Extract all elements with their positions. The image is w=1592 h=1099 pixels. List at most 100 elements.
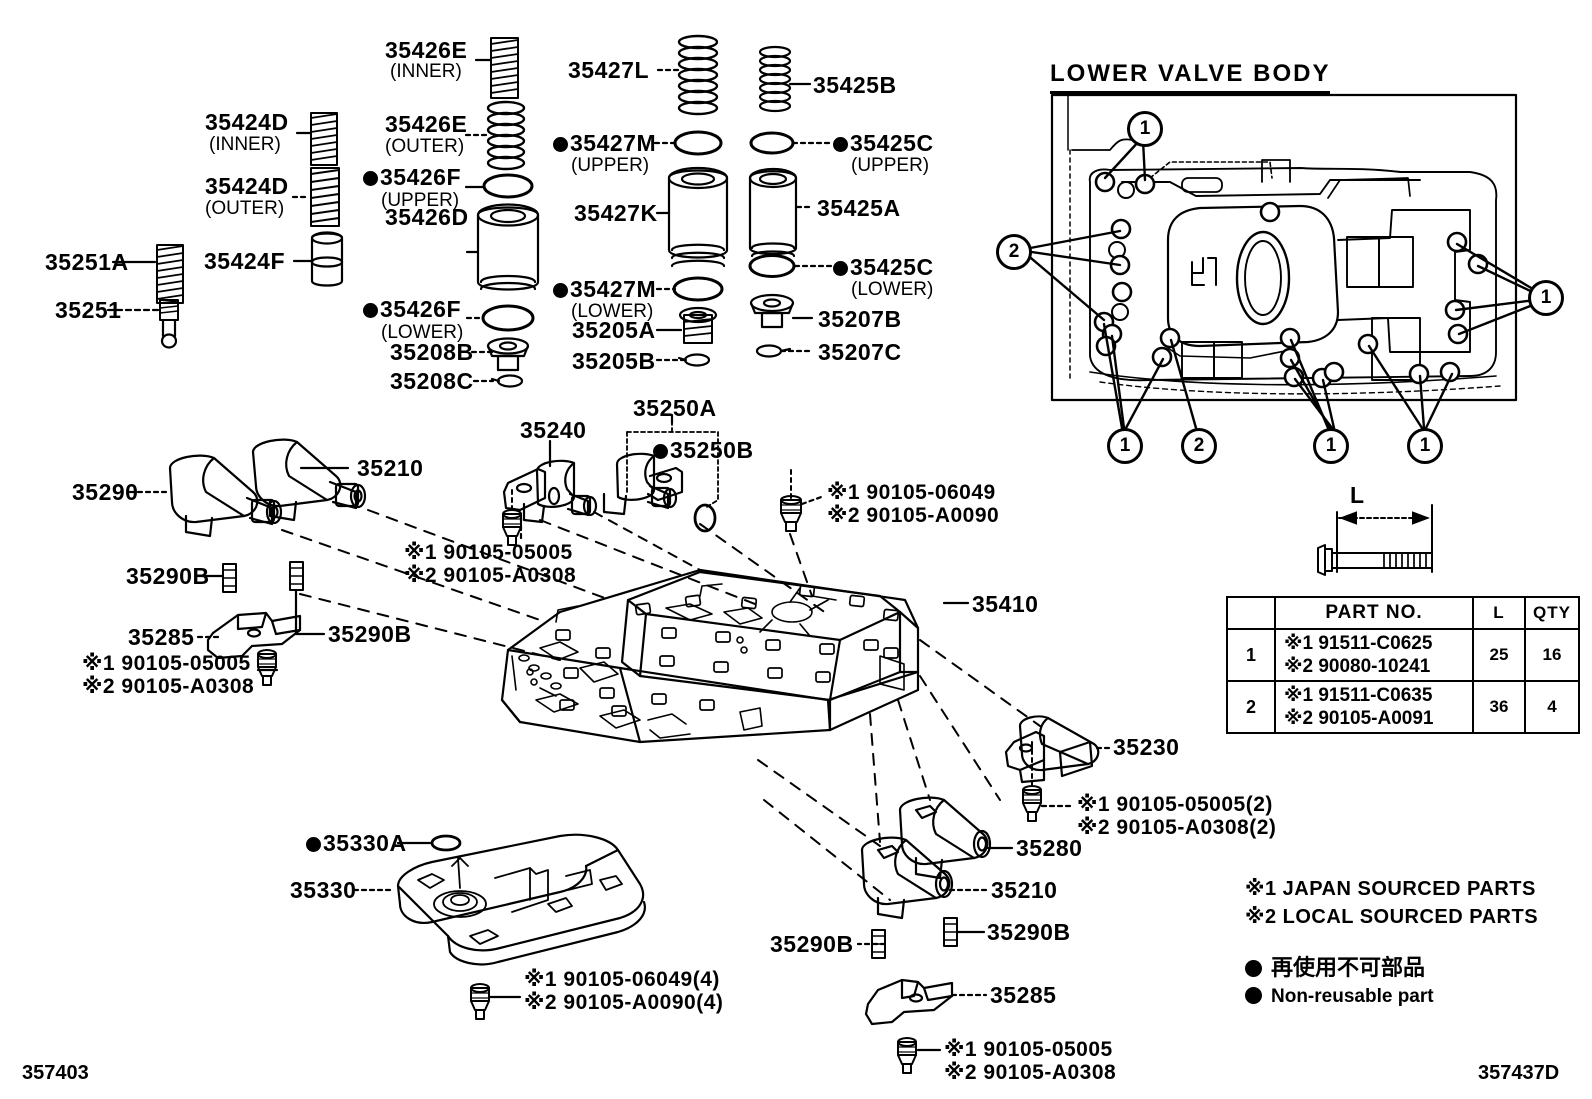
label-35290-top: 35290 (72, 479, 139, 505)
label-35426E-outer-sub: (OUTER) (385, 136, 465, 157)
callout-2-left: 2 (996, 234, 1032, 270)
part-35250A-solenoid (602, 452, 684, 516)
cell-partno-1: ※1 91511-C0625 ※2 90080-10241 (1274, 628, 1474, 682)
bolt-label-35250-local: ※2 90105-A0090 (827, 504, 1000, 527)
table-row: 2 ※1 91511-C0635 ※2 90105-A0091 36 4 (1226, 680, 1580, 734)
label-35285-low: 35285 (990, 982, 1057, 1008)
part-35290B-pin-left (222, 563, 237, 593)
part-35210-solenoid-low (860, 836, 954, 920)
partno-japan-1: ※1 91511-C0625 (1284, 633, 1433, 654)
label-35205A: 35205A (572, 317, 656, 343)
bolt-dimension-drawing (1317, 504, 1433, 576)
label-35426F-upper: 35426F (363, 165, 461, 189)
label-35427M-lower-sub: (LOWER) (571, 301, 654, 322)
label-35424D-inner: 35424D (205, 109, 289, 135)
label-35425C-upper: 35425C (833, 131, 934, 155)
part-35251-valve (159, 299, 179, 349)
bolt-label-35240-local: ※2 90105-A0308 (404, 564, 577, 587)
part-35205A-plug (678, 306, 718, 344)
label-35290B-lowright: 35290B (987, 919, 1071, 945)
callout-1-bottomright: 1 (1407, 428, 1443, 464)
label-35427K: 35427K (574, 200, 658, 226)
legend-note-local: ※2 LOCAL SOURCED PARTS (1245, 906, 1539, 928)
label-35427M-upper-sub: (UPPER) (571, 155, 650, 176)
part-35207B-plug (749, 293, 795, 329)
part-35330A-oring (430, 834, 462, 852)
figure-id-right: 357437D (1478, 1062, 1560, 1084)
label-35205B: 35205B (572, 348, 656, 374)
part-35425A-sleeve (748, 167, 798, 258)
nonreusable-dot-icon (1245, 960, 1262, 977)
th-index (1226, 596, 1276, 630)
cell-index-2: 2 (1226, 680, 1276, 734)
dimension-L-label: L (1350, 482, 1365, 508)
label-35426D: 35426D (385, 204, 469, 230)
label-35250B: 35250B (653, 438, 754, 462)
label-35425C-lower-sub: (LOWER) (851, 279, 934, 300)
part-35251A-spring (156, 244, 184, 304)
assembly-dashed-lines (281, 509, 1041, 901)
th-L: L (1472, 596, 1526, 630)
cell-partno-2: ※1 91511-C0635 ※2 90105-A0091 (1274, 680, 1474, 734)
bolt-label-35285-japan: ※1 90105-05005 (82, 652, 251, 675)
part-35208C-snapring (490, 374, 524, 388)
label-35425A: 35425A (817, 195, 901, 221)
bolt-icons (257, 495, 1042, 1074)
label-35250A: 35250A (633, 395, 717, 421)
label-35251A: 35251A (45, 249, 129, 275)
label-35424D-inner-sub: (INNER) (209, 134, 281, 155)
label-35240: 35240 (520, 417, 587, 443)
figure-id-left: 357403 (22, 1062, 89, 1084)
lower-valve-body-illustration (1023, 93, 1545, 430)
cell-index-1: 1 (1226, 628, 1276, 682)
bolt-label-35330-japan: ※1 90105-06049(4) (524, 968, 720, 991)
part-35210-solenoid-top (251, 438, 367, 522)
label-35426F-lower: 35426F (363, 297, 461, 321)
part-35425C-lower-oring (748, 254, 796, 278)
bolt-label-35250-japan: ※1 90105-06049 (827, 481, 996, 504)
legend-note-japan: ※1 JAPAN SOURCED PARTS (1245, 878, 1536, 900)
nonreusable-dot-icon (363, 303, 378, 318)
cell-L-2: 36 (1472, 680, 1526, 734)
table-row: 1 ※1 91511-C0625 ※2 90080-10241 25 16 (1226, 628, 1580, 682)
nonreusable-dot-icon (553, 283, 568, 298)
label-35285-left: 35285 (128, 624, 195, 650)
label-35290B-lowleft: 35290B (770, 931, 854, 957)
part-35280-solenoid (898, 796, 992, 880)
part-35290B-pin-mid (289, 561, 304, 591)
part-35424F-plug (310, 231, 344, 287)
label-35210-top: 35210 (357, 455, 424, 481)
callout-1-bottommid: 1 (1313, 428, 1349, 464)
bolt-label-35285low-japan: ※1 90105-05005 (944, 1038, 1113, 1061)
nonreusable-dot-icon (833, 261, 848, 276)
label-35208C: 35208C (390, 368, 474, 394)
label-35427L: 35427L (568, 57, 650, 83)
nonreusable-dot-icon (833, 137, 848, 152)
lower-valve-body-title: LOWER VALVE BODY (1050, 60, 1331, 94)
label-35424D-outer-sub: (OUTER) (205, 198, 285, 219)
part-35427L-spring (677, 34, 719, 116)
label-35251: 35251 (55, 297, 122, 323)
legend-nonreusable-jp: 再使用不可部品 (1271, 955, 1426, 980)
callout-2-bottom: 2 (1181, 428, 1217, 464)
th-part-no: PART NO. (1274, 596, 1474, 630)
part-35426D-plug (476, 203, 540, 291)
part-35425C-upper-oring (749, 131, 795, 155)
part-35290B-pin-lowright (943, 917, 958, 947)
part-35410-valve-body (500, 568, 920, 744)
label-35280: 35280 (1016, 835, 1083, 861)
callout-1-right: 1 (1528, 280, 1564, 316)
part-35424D-outer-spring (310, 167, 340, 227)
bolt-label-35230-japan: ※1 90105-05005(2) (1077, 793, 1273, 816)
part-35285-clamp-low (864, 978, 954, 1026)
partno-local-1: ※2 90080-10241 (1284, 656, 1431, 677)
label-35230: 35230 (1113, 734, 1180, 760)
part-35427M-lower-oring (672, 276, 724, 302)
cell-qty-1: 16 (1524, 628, 1580, 682)
part-35424D-inner-spring (310, 112, 338, 166)
part-35427K-sleeve (667, 166, 729, 268)
label-35425B: 35425B (813, 72, 897, 98)
part-35426F-upper-oring (482, 173, 534, 199)
label-35207B: 35207B (818, 306, 902, 332)
